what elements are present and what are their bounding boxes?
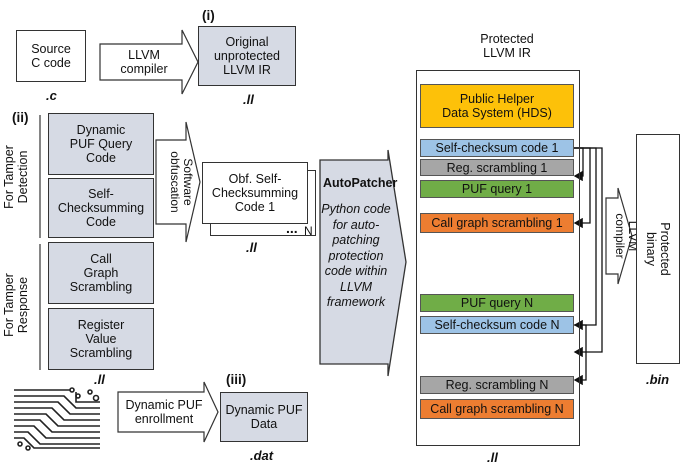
protected-binary-label: Protected binary	[644, 222, 673, 276]
obfuscation-label: Software obfuscation	[168, 151, 195, 213]
protected-ir-column	[416, 70, 580, 446]
strip-reg-scrambling-n: Reg. scrambling N	[420, 376, 574, 394]
register-value-scrambling-label: Register Value Scrambling	[69, 318, 133, 360]
protected-binary-box: Protected binary	[636, 134, 680, 364]
tamper-response-label: For Tamper Response	[2, 273, 30, 337]
puf-data-box: Dynamic PUF Data	[220, 392, 308, 442]
protected-title: Protected LLVM IR	[480, 32, 534, 60]
puf-query-code-label: Dynamic PUF Query Code	[69, 123, 133, 165]
binary-ext: .bin	[646, 372, 670, 387]
self-checksumming-code-label: Self- Checksumming Code	[57, 187, 145, 229]
step-ii-tag: (ii)	[12, 110, 29, 125]
strip-puf-query-1: PUF query 1	[420, 180, 574, 198]
original-ir-label: Original unprotected LLVM IR	[213, 35, 281, 77]
protection-code-ext: .ll	[94, 372, 105, 387]
enrollment-arrow	[117, 381, 219, 443]
strip-call-graph-n: Call graph scrambling N	[420, 399, 574, 419]
hds-label: Public Helper Data System (HDS)	[442, 92, 552, 120]
tamper-detection-label: For Tamper Detection	[2, 145, 30, 209]
register-value-scrambling-box: Register Value Scrambling	[48, 308, 154, 370]
llvm-compiler-label: LLVM compiler	[120, 48, 168, 76]
call-graph-scrambling-label: Call Graph Scrambling	[69, 252, 133, 294]
obf-ext: .ll	[246, 240, 257, 255]
obf-box-label: Obf. Self- Checksumming Code 1	[211, 172, 299, 214]
original-ir-ext: .ll	[243, 92, 254, 107]
source-code-label: Source C code	[31, 42, 71, 70]
puf-data-ext: .dat	[250, 448, 274, 463]
source-code-box: Source C code	[16, 30, 86, 82]
obf-more: ...	[286, 220, 298, 236]
self-checksumming-code-box: Self- Checksumming Code	[48, 178, 154, 238]
hds-box: Public Helper Data System (HDS)	[420, 84, 574, 128]
step-iii-tag: (iii)	[226, 372, 247, 387]
strip-self-checksum-n: Self-checksum code N	[420, 316, 574, 334]
strip-reg-scrambling-1: Reg. scrambling 1	[420, 159, 574, 176]
obf-n: N	[304, 224, 313, 238]
puf-data-label: Dynamic PUF Data	[225, 403, 303, 431]
right-compiler-label: LLVM compiler	[613, 213, 640, 259]
source-ext: .c	[46, 88, 57, 103]
right-compiler-arrow	[605, 187, 633, 285]
obfuscation-arrow	[155, 121, 201, 243]
autopatcher-desc: Python code for auto- patching protectio…	[321, 202, 391, 309]
circuit-board-icon	[14, 387, 100, 451]
protected-ext: .ll	[487, 450, 498, 465]
original-ir-box: Original unprotected LLVM IR	[198, 26, 296, 86]
strip-puf-query-n: PUF query N	[420, 294, 574, 312]
call-graph-scrambling-box: Call Graph Scrambling	[48, 242, 154, 304]
puf-query-code-box: Dynamic PUF Query Code	[48, 113, 154, 175]
autopatcher-title: AutoPatcher	[323, 176, 398, 190]
obf-box-front: Obf. Self- Checksumming Code 1	[202, 162, 308, 224]
strip-call-graph-1: Call graph scrambling 1	[420, 213, 574, 233]
autopatcher-arrow	[319, 149, 407, 377]
step-i-tag: (i)	[202, 8, 215, 23]
enrollment-label: Dynamic PUF enrollment	[125, 398, 203, 426]
strip-self-checksum-1: Self-checksum code 1	[420, 139, 574, 157]
llvm-compiler-arrow	[99, 29, 199, 95]
